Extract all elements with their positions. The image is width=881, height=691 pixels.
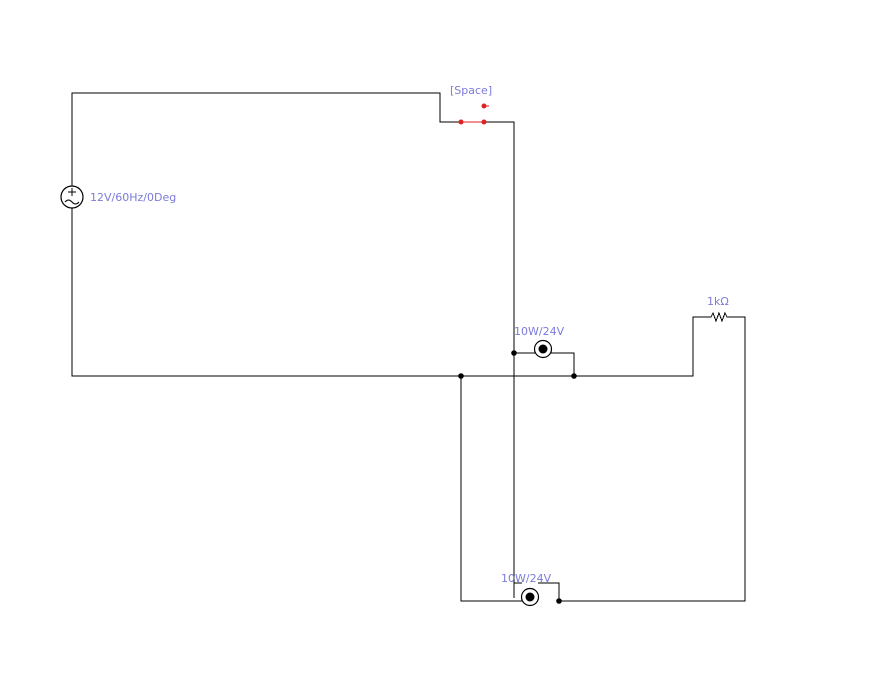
wire-switch-out xyxy=(484,121,515,598)
toggle-switch-icon xyxy=(458,103,489,125)
wire-rail-right xyxy=(461,316,708,377)
junction-dot xyxy=(458,373,464,379)
resistor-icon xyxy=(708,311,730,323)
switch[interactable]: [Space] xyxy=(450,84,492,125)
wire-left-drop xyxy=(460,376,522,602)
lamp-bottom[interactable]: 10W/24V xyxy=(501,572,552,607)
junction-dot xyxy=(511,350,517,356)
switch-key-label: [Space] xyxy=(450,84,492,97)
wire-lamp-bottom-right xyxy=(538,582,560,601)
lamp-icon xyxy=(520,587,540,607)
wire-lamp-bottom-left xyxy=(513,582,522,598)
lamp-bottom-label: 10W/24V xyxy=(501,572,552,585)
resistor[interactable]: 1kΩ xyxy=(707,295,730,323)
lamp-icon xyxy=(533,339,553,359)
junction-dot xyxy=(571,373,577,379)
wire-top-left xyxy=(71,92,461,186)
wires xyxy=(71,92,746,602)
source-label: 12V/60Hz/0Deg xyxy=(90,191,176,204)
junction-dot xyxy=(556,598,562,604)
resistor-label: 1kΩ xyxy=(707,295,729,308)
ac-voltage-source-icon xyxy=(60,185,84,209)
wire-resistor-right xyxy=(559,316,746,602)
wire-lamp-top-right xyxy=(551,352,575,376)
wire-left-down xyxy=(71,208,461,377)
junctions xyxy=(458,350,577,604)
lamp-top[interactable]: 10W/24V xyxy=(514,325,565,359)
ac-voltage-source[interactable]: 12V/60Hz/0Deg xyxy=(60,185,176,209)
lamp-top-label: 10W/24V xyxy=(514,325,565,338)
